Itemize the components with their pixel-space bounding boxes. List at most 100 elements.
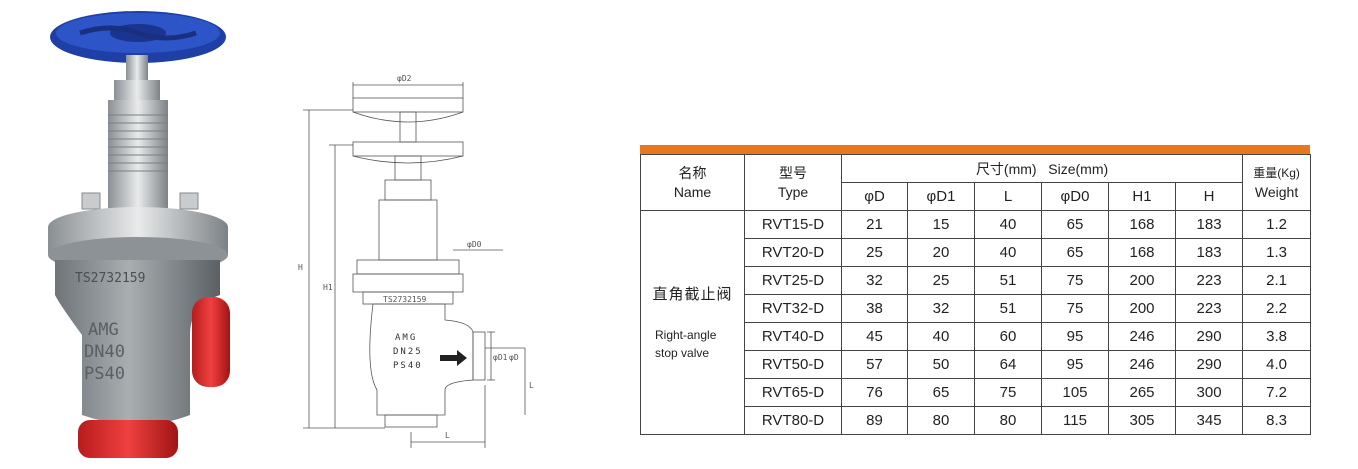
cell-weight: 8.3 <box>1242 406 1312 435</box>
cell-d0: 115 <box>1041 406 1109 435</box>
drawing-mark-amg: AMG <box>395 333 417 343</box>
cell-d: 38 <box>841 294 908 323</box>
col-header-d: φD <box>841 182 908 211</box>
col-header-l: L <box>974 182 1042 211</box>
cell-d0: 75 <box>1041 294 1109 323</box>
cell-d: 89 <box>841 406 908 435</box>
table-row: RVT20-D 25 20 40 65 168 183 1.3 <box>641 238 1312 267</box>
dim-label-d1: φD1 <box>493 353 508 362</box>
cell-h1: 200 <box>1108 266 1176 295</box>
cell-d0: 95 <box>1041 322 1109 351</box>
cell-h: 290 <box>1174 322 1244 351</box>
side-port-cap <box>192 297 230 387</box>
cell-h1: 265 <box>1108 378 1176 407</box>
dim-label-h: H <box>298 263 303 272</box>
cell-type: RVT20-D <box>744 238 842 267</box>
cell-d: 21 <box>841 210 908 239</box>
cell-h: 345 <box>1174 406 1244 435</box>
cell-type: RVT32-D <box>744 294 842 323</box>
drawing-flange-mark: TS2732159 <box>383 295 427 304</box>
product-name-en-2: stop valve <box>655 346 710 360</box>
cell-l: 40 <box>974 238 1042 267</box>
accent-bar <box>640 145 1310 154</box>
cell-d: 57 <box>841 350 908 379</box>
cell-d0: 105 <box>1041 378 1109 407</box>
col-header-h1: H1 <box>1108 182 1176 211</box>
cell-l: 75 <box>974 378 1042 407</box>
cell-h: 223 <box>1174 294 1244 323</box>
cell-d0: 95 <box>1041 350 1109 379</box>
cell-l: 64 <box>974 350 1042 379</box>
cell-h: 183 <box>1174 238 1244 267</box>
photo-flange-mark: TS2732159 <box>75 271 145 286</box>
bottom-port-cap <box>78 420 178 458</box>
cell-weight: 3.8 <box>1242 322 1312 351</box>
cell-l: 80 <box>974 406 1042 435</box>
cell-l: 60 <box>974 322 1042 351</box>
cell-d0: 65 <box>1041 210 1109 239</box>
col-header-d1: φD1 <box>907 182 975 211</box>
cell-type: RVT40-D <box>744 322 842 351</box>
cell-h1: 246 <box>1108 350 1176 379</box>
cell-h1: 168 <box>1108 210 1176 239</box>
product-name-en-1: Right-angle <box>655 328 717 342</box>
table-row: RVT32-D 38 32 51 75 200 223 2.2 <box>641 294 1312 323</box>
col-header-size: 尺寸(mm) Size(mm) <box>840 154 1244 183</box>
cell-d0: 65 <box>1041 238 1109 267</box>
cell-h: 300 <box>1174 378 1244 407</box>
valve-photo: TS2732159 AMG DN40 PS40 <box>48 11 230 458</box>
dim-label-d0: φD0 <box>467 240 482 249</box>
dim-label-d: φD <box>509 353 519 362</box>
cell-l: 40 <box>974 210 1042 239</box>
col-header-weight: 重量(Kg)Weight <box>1242 154 1312 211</box>
cell-d1: 40 <box>907 322 975 351</box>
col-header-d0: φD0 <box>1041 182 1109 211</box>
cell-weight: 4.0 <box>1242 350 1312 379</box>
photo-mark-amg: AMG <box>88 320 119 340</box>
photo-mark-ps: PS40 <box>84 364 125 384</box>
cell-h1: 305 <box>1108 406 1176 435</box>
cell-weight: 2.1 <box>1242 266 1312 295</box>
cell-d: 25 <box>841 238 908 267</box>
dim-label-h1: H1 <box>323 283 333 292</box>
cell-d0: 75 <box>1041 266 1109 295</box>
cell-h1: 246 <box>1108 322 1176 351</box>
cell-d1: 15 <box>907 210 975 239</box>
cell-h: 290 <box>1174 350 1244 379</box>
cell-type: RVT15-D <box>744 210 842 239</box>
spec-table-body: 直角截止阀 Right-angle stop valve RVT15-D 21 … <box>640 210 1312 435</box>
drawing-mark-ps: PS40 <box>393 361 423 371</box>
valve-dimension-drawing: φD2 φD0 H H1 φD1 φD L L TS2732159 AMG DN… <box>298 74 534 448</box>
cell-d1: 20 <box>907 238 975 267</box>
dim-label-l-horizontal: L <box>445 431 450 440</box>
product-name-cell: 直角截止阀 Right-angle stop valve <box>640 210 745 435</box>
product-name-cn: 直角截止阀 <box>652 286 733 303</box>
table-row: RVT80-D 89 80 80 115 305 345 8.3 <box>641 406 1312 435</box>
cell-type: RVT50-D <box>744 350 842 379</box>
cell-d1: 50 <box>907 350 975 379</box>
cell-type: RVT65-D <box>744 378 842 407</box>
cell-d1: 80 <box>907 406 975 435</box>
cell-d1: 65 <box>907 378 975 407</box>
dim-label-d2: φD2 <box>397 74 412 83</box>
dim-label-l-vertical: L <box>529 381 534 390</box>
cell-l: 51 <box>974 266 1042 295</box>
cell-d: 45 <box>841 322 908 351</box>
cell-h: 223 <box>1174 266 1244 295</box>
photo-mark-dn: DN40 <box>84 342 125 362</box>
cell-d1: 32 <box>907 294 975 323</box>
cell-weight: 1.3 <box>1242 238 1312 267</box>
cell-d: 32 <box>841 266 908 295</box>
cell-d: 76 <box>841 378 908 407</box>
cell-d1: 25 <box>907 266 975 295</box>
cell-type: RVT25-D <box>744 266 842 295</box>
cell-weight: 1.2 <box>1242 210 1312 239</box>
cell-type: RVT80-D <box>744 406 842 435</box>
cell-h: 183 <box>1174 210 1244 239</box>
drawing-mark-dn: DN25 <box>393 347 423 357</box>
